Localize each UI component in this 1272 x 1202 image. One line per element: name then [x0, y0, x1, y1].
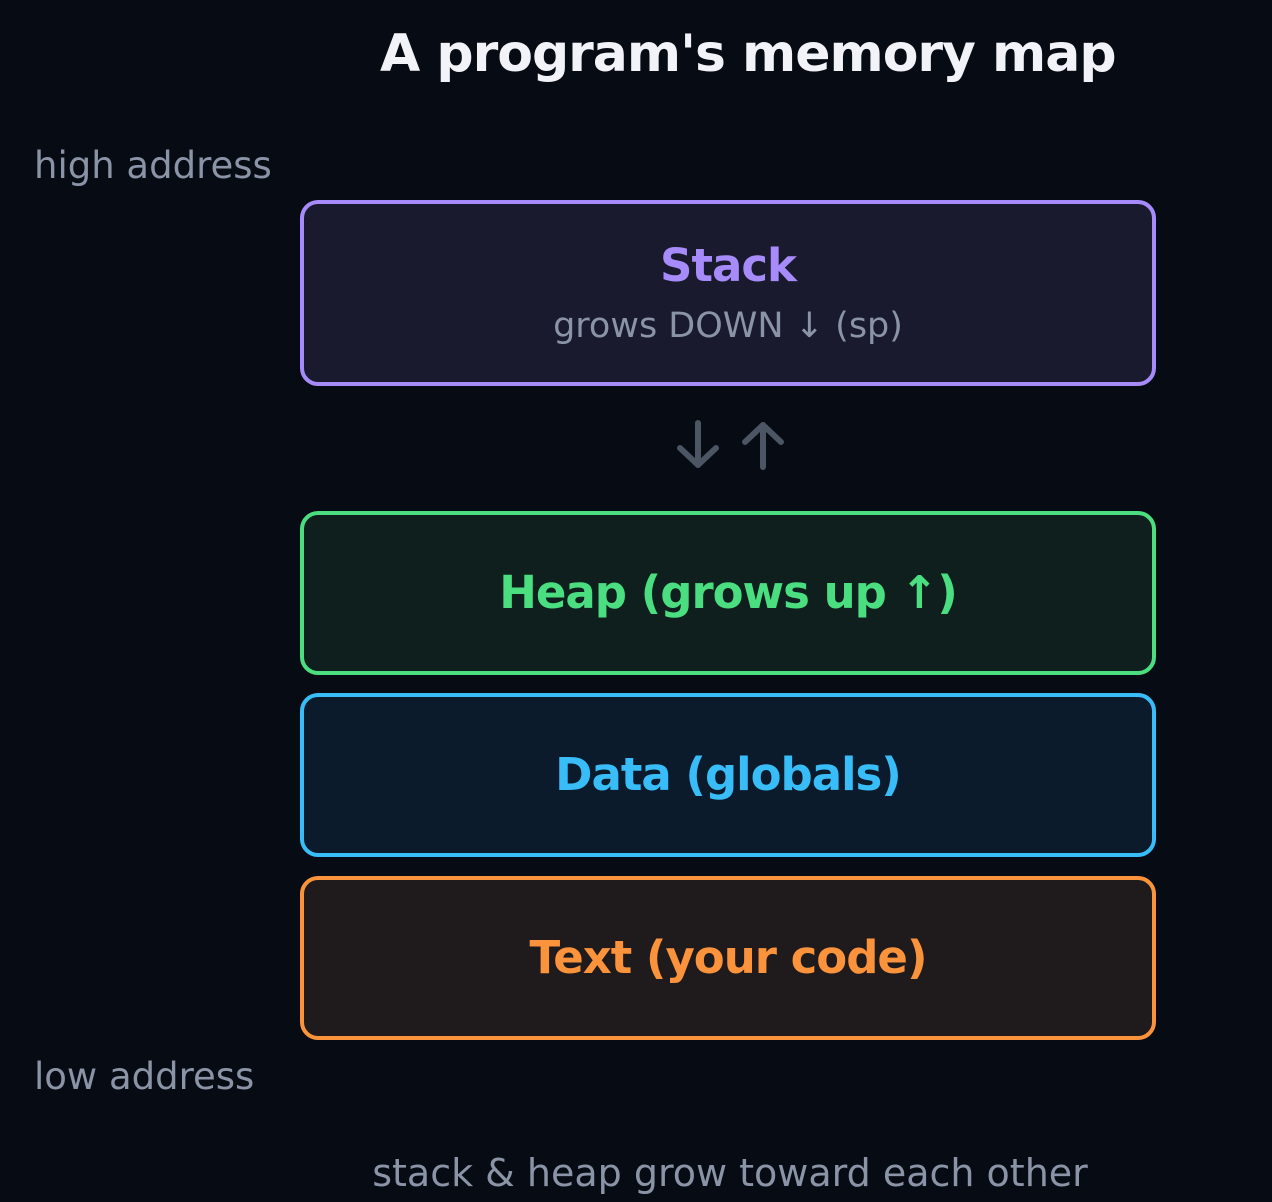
footer-note: stack & heap grow toward each other [372, 1151, 1088, 1195]
data-segment: Data (globals) [300, 693, 1156, 857]
text-segment: Text (your code) [300, 876, 1156, 1040]
stack-segment-name: Stack [660, 239, 797, 292]
stack-segment: Stack grows DOWN ↓ (sp) [300, 200, 1156, 386]
diagram-title: A program's memory map [380, 24, 1117, 84]
low-address-label: low address [34, 1055, 255, 1098]
high-address-label: high address [34, 144, 272, 187]
heap-segment: Heap (grows up ↑) [300, 511, 1156, 675]
data-segment-name: Data (globals) [555, 748, 902, 801]
arrow-down-icon [677, 420, 719, 468]
stack-segment-subtitle: grows DOWN ↓ (sp) [553, 306, 903, 346]
heap-segment-name: Heap (grows up ↑) [499, 566, 958, 619]
gap-arrows [677, 420, 784, 470]
arrow-up-icon [742, 422, 784, 470]
text-segment-name: Text (your code) [529, 931, 927, 984]
